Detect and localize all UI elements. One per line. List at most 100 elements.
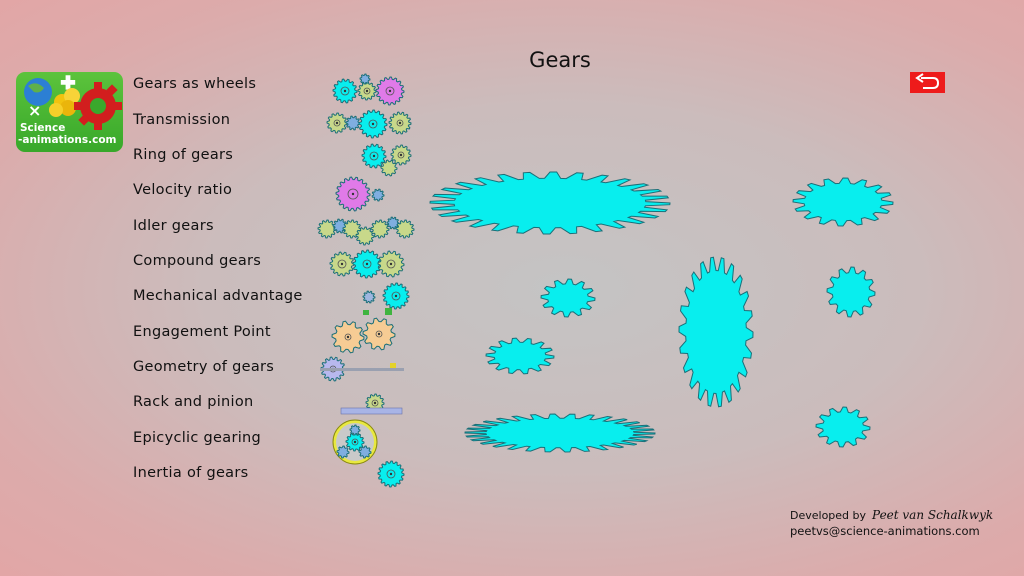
gear-small-right bbox=[826, 266, 876, 318]
gear-planet bbox=[358, 445, 372, 459]
gear-hub bbox=[362, 259, 372, 269]
gear-hub bbox=[397, 151, 405, 159]
gear-hub bbox=[363, 87, 371, 95]
back-button[interactable] bbox=[910, 72, 945, 93]
gear-olive bbox=[380, 159, 398, 177]
gear-olive bbox=[317, 219, 337, 239]
gear-hub bbox=[385, 86, 395, 96]
gear-axle bbox=[388, 89, 392, 93]
weight-small bbox=[363, 310, 369, 315]
gear-axle bbox=[372, 154, 376, 158]
logo-art: × bbox=[24, 75, 122, 130]
gear-axle bbox=[399, 153, 403, 157]
gear-olive bbox=[342, 219, 362, 239]
gear-hub bbox=[369, 151, 379, 161]
developer-email[interactable]: peetvs@science-animations.com bbox=[790, 524, 980, 538]
gear-hub bbox=[351, 438, 359, 446]
gear-blue bbox=[371, 188, 385, 202]
epicyclic-gearing-thumbnail[interactable] bbox=[332, 419, 378, 465]
gear-small-bottom-right bbox=[815, 406, 871, 448]
gear-flat-ellipse bbox=[464, 413, 656, 453]
compound-gears-thumbnail[interactable] bbox=[329, 249, 405, 279]
gear-axle bbox=[346, 335, 350, 339]
menu-item-transmission[interactable]: Transmission bbox=[133, 112, 231, 128]
menu-item-epicyclic-gearing[interactable]: Epicyclic gearing bbox=[133, 430, 262, 446]
logo-text-line1: Science bbox=[20, 122, 66, 134]
gear-olive bbox=[395, 219, 415, 239]
menu-item-idler-gears[interactable]: Idler gears bbox=[133, 218, 214, 234]
gear-axle bbox=[365, 89, 369, 93]
gear-hub bbox=[333, 119, 341, 127]
gear-hub bbox=[344, 333, 352, 341]
menu-item-engagement-point[interactable]: Engagement Point bbox=[133, 324, 271, 340]
svg-text:×: × bbox=[28, 101, 41, 120]
idler-gears-thumbnail[interactable] bbox=[317, 216, 415, 246]
decorative-gears bbox=[429, 171, 894, 453]
gear-tall-ellipse bbox=[678, 256, 754, 408]
gear-small-left bbox=[485, 337, 555, 375]
gear-axle bbox=[389, 262, 393, 266]
gear-axle bbox=[389, 472, 393, 476]
gear-hub bbox=[368, 119, 378, 129]
rack-bar bbox=[320, 368, 404, 371]
gear-axle bbox=[373, 401, 377, 405]
developer-credit: Developed by Peet van Schalkwyk peetvs@sc… bbox=[790, 508, 993, 538]
gear-hub bbox=[386, 469, 396, 479]
menu-item-compound-gears[interactable]: Compound gears bbox=[133, 253, 262, 269]
weight-large bbox=[385, 308, 392, 315]
gear-hub bbox=[347, 188, 359, 200]
menu-item-gears-as-wheels[interactable]: Gears as wheels bbox=[133, 76, 257, 92]
developer-name: Peet van Schalkwyk bbox=[872, 508, 994, 522]
gear-hub bbox=[340, 86, 350, 96]
gear-blue-small bbox=[359, 73, 371, 85]
gear-axle bbox=[343, 89, 347, 93]
rack-and-pinion-thumbnail[interactable] bbox=[340, 393, 403, 415]
gear-olive bbox=[370, 219, 390, 239]
velocity-ratio-thumbnail[interactable] bbox=[335, 176, 385, 212]
menu-item-rack-and-pinion[interactable]: Rack and pinion bbox=[133, 394, 254, 410]
menu-item-velocity-ratio[interactable]: Velocity ratio bbox=[133, 182, 233, 198]
gear-medium-right bbox=[792, 177, 894, 227]
gear-axle bbox=[365, 262, 369, 266]
credit-prefix: Developed by bbox=[790, 509, 867, 522]
menu-item-ring-of-gears[interactable]: Ring of gears bbox=[133, 147, 234, 163]
menu-item-mechanical-advantage[interactable]: Mechanical advantage bbox=[133, 288, 303, 304]
gear-small-center bbox=[540, 278, 596, 318]
mechanical-advantage-thumbnail[interactable] bbox=[362, 282, 410, 315]
gear-blue bbox=[386, 216, 400, 230]
marker bbox=[390, 363, 396, 368]
page-title: Gears bbox=[529, 48, 591, 72]
ring-of-gears-thumbnail[interactable] bbox=[361, 143, 412, 177]
gear-axle bbox=[353, 440, 357, 444]
gear-axle bbox=[371, 122, 375, 126]
gear-axle bbox=[340, 262, 344, 266]
gear-hub bbox=[375, 330, 383, 338]
gear-wide-ellipse bbox=[429, 171, 671, 235]
gear-hub bbox=[337, 259, 347, 269]
gear-planet bbox=[349, 424, 361, 436]
gear-hub bbox=[396, 119, 404, 127]
gear-hub bbox=[391, 291, 401, 301]
menu-item-inertia-of-gears[interactable]: Inertia of gears bbox=[133, 465, 249, 481]
gear-axle bbox=[351, 192, 355, 196]
gear-axle bbox=[335, 121, 339, 125]
gears-as-wheels-thumbnail[interactable] bbox=[332, 73, 405, 106]
gear-hub bbox=[371, 399, 379, 407]
engagement-point-thumbnail[interactable] bbox=[331, 317, 396, 354]
transmission-thumbnail[interactable] bbox=[326, 109, 412, 139]
menu-item-geometry-of-gears[interactable]: Geometry of gears bbox=[133, 359, 275, 375]
return-arrow-icon bbox=[915, 73, 940, 89]
geometry-of-gears-thumbnail[interactable] bbox=[320, 356, 404, 382]
gear-planet bbox=[336, 445, 350, 459]
inertia-of-gears-thumbnail[interactable] bbox=[377, 460, 405, 488]
gear-hub bbox=[386, 259, 396, 269]
science-animations-logo[interactable]: × Science -animations.com bbox=[16, 72, 123, 152]
gear-blue bbox=[345, 115, 361, 131]
gear-axle bbox=[394, 294, 398, 298]
gear-olive bbox=[355, 226, 375, 246]
logo-text-line2: -animations.com bbox=[18, 134, 117, 146]
rack bbox=[340, 407, 403, 415]
gear-axle bbox=[398, 121, 402, 125]
gear-axle bbox=[377, 332, 381, 336]
